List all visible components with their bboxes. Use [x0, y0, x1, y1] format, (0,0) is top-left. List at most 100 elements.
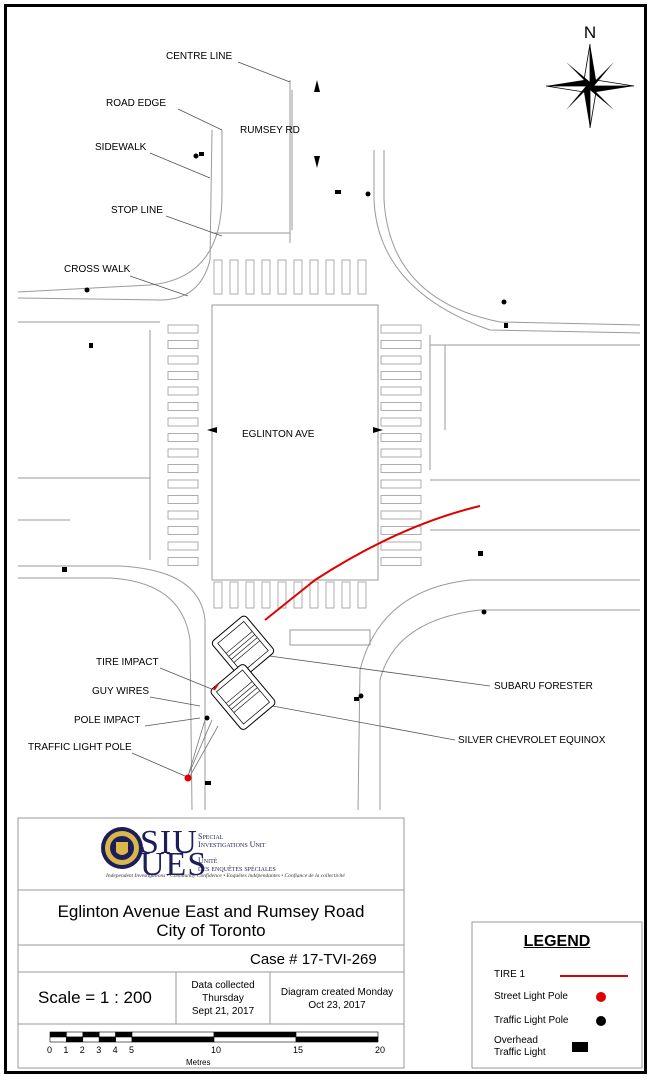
crosswalk-stripe	[380, 495, 422, 504]
scale-segment	[82, 1031, 100, 1038]
logo-en-line1: Special	[198, 832, 224, 841]
crosswalk-stripe	[167, 495, 199, 504]
crosswalk-stripe	[167, 433, 199, 442]
label-sidewalk: SIDEWALK	[95, 142, 147, 153]
crosswalk-stripe	[167, 526, 199, 535]
label-subaru: SUBARU FORESTER	[494, 681, 593, 692]
crosswalk-stripe	[261, 259, 271, 295]
crosswalk-south	[213, 581, 367, 609]
scale-segment	[66, 1031, 84, 1038]
scale-segment	[66, 1036, 84, 1043]
crosswalk-stripe	[167, 510, 199, 520]
crosswalk-east	[380, 324, 422, 566]
scale-segment	[115, 1031, 133, 1038]
crosswalk-stripe	[245, 259, 255, 295]
legend-item-street-light: Street Light Pole	[494, 991, 568, 1002]
crosswalk-stripe	[380, 402, 422, 411]
scale-segment	[295, 1036, 379, 1043]
legend-symbols	[560, 975, 628, 1052]
crosswalk-stripe	[380, 557, 422, 566]
crosswalk-stripe	[277, 581, 287, 609]
crosswalk-stripe	[380, 510, 422, 520]
legend-item-overhead: Overhead Traffic Light	[494, 1035, 546, 1058]
scale-segment	[213, 1031, 297, 1038]
label-road-edge: ROAD EDGE	[106, 98, 166, 109]
scale-bar	[49, 1031, 379, 1043]
data-collected-line3: Sept 21, 2017	[191, 1006, 255, 1017]
scale-segment	[213, 1036, 297, 1043]
scale-segment	[98, 1031, 116, 1038]
scale-segment	[295, 1031, 379, 1038]
crosswalk-stripe	[167, 464, 199, 473]
crosswalk-stripe	[380, 479, 422, 489]
title-line2: City of Toronto	[156, 921, 266, 940]
compass-north: N	[584, 23, 596, 42]
label-pole-impact: POLE IMPACT	[74, 715, 141, 726]
traffic-light-poles	[84, 153, 507, 721]
crosswalk-stripe	[167, 417, 199, 427]
overhead-traffic-lights	[62, 152, 508, 785]
scale-segment	[49, 1031, 67, 1038]
crosswalk-stripe	[341, 581, 351, 609]
crosswalk-stripe	[261, 581, 271, 609]
title-line1: Eglinton Avenue East and Rumsey Road	[57, 902, 365, 921]
scale-segment	[49, 1036, 67, 1043]
crosswalk-stripe	[167, 557, 199, 566]
scale-segment	[82, 1036, 100, 1043]
crosswalk-stripe	[309, 259, 319, 295]
crosswalk-stripe	[380, 417, 422, 427]
compass-rose-icon: N	[545, 23, 635, 129]
tire-path	[264, 505, 481, 621]
crosswalk-stripe	[380, 433, 422, 442]
crosswalk-stripe	[325, 259, 335, 295]
scale-text: Scale = 1 : 200	[38, 988, 152, 1007]
crosswalk-stripe	[380, 386, 422, 396]
crosswalk-stripe	[357, 581, 367, 609]
data-collected-line1: Data collected	[191, 980, 255, 991]
crosswalk-stripe	[167, 386, 199, 396]
label-chevrolet: SILVER CHEVROLET EQUINOX	[458, 735, 606, 746]
crosswalk-west	[167, 324, 199, 566]
logo-fr-line1: Unité	[198, 856, 218, 865]
scale-tick-label: 2	[79, 1045, 85, 1055]
crosswalk-stripe	[341, 259, 351, 295]
logo-ues: UES	[140, 846, 208, 883]
direction-arrows	[207, 80, 383, 433]
scale-tick-label: 5	[129, 1045, 135, 1055]
annotation-labels: CENTRE LINE ROAD EDGE SIDEWALK STOP LINE…	[28, 51, 606, 777]
crosswalk-stripe	[380, 355, 422, 365]
vehicle-chevrolet	[210, 664, 276, 730]
crosswalk-stripe	[380, 464, 422, 473]
scale-segment	[131, 1031, 215, 1038]
crosswalk-stripe	[167, 541, 199, 551]
diagram-created-line2: Oct 23, 2017	[308, 1000, 366, 1011]
street-label-eglinton: EGLINTON AVE	[242, 429, 315, 440]
crosswalk-stripe	[380, 324, 422, 334]
legend-item-traffic-light: Traffic Light Pole	[494, 1015, 569, 1026]
scale-tick-label: 0	[47, 1045, 53, 1055]
crosswalk-stripe	[293, 259, 303, 295]
logo-siu: SIU	[140, 824, 198, 861]
crosswalk-stripe	[213, 259, 223, 295]
crosswalk-stripe	[380, 526, 422, 535]
crosswalk-stripe	[277, 259, 287, 295]
crosswalk-stripe	[357, 259, 367, 295]
scale-segment	[115, 1036, 133, 1043]
crosswalk-stripe	[167, 355, 199, 365]
label-tire-impact: TIRE IMPACT	[96, 657, 159, 668]
label-traffic-light-pole: TRAFFIC LIGHT POLE	[28, 742, 132, 753]
crosswalk-stripe	[167, 340, 199, 349]
street-label-rumsey: RUMSEY RD	[240, 125, 300, 136]
crosswalk-stripe	[380, 448, 422, 458]
crosswalk-north	[213, 259, 367, 295]
crosswalk-stripe	[167, 371, 199, 380]
crosswalk-stripe	[245, 581, 255, 609]
label-stop-line: STOP LINE	[111, 205, 163, 216]
logo-tagline: Independent Investigations • Community C…	[106, 873, 345, 879]
road-edges	[17, 80, 641, 811]
crosswalk-stripe	[380, 541, 422, 551]
data-collected-line2: Thursday	[202, 993, 244, 1004]
crosswalk-stripe	[229, 259, 239, 295]
crosswalk-stripe	[167, 479, 199, 489]
